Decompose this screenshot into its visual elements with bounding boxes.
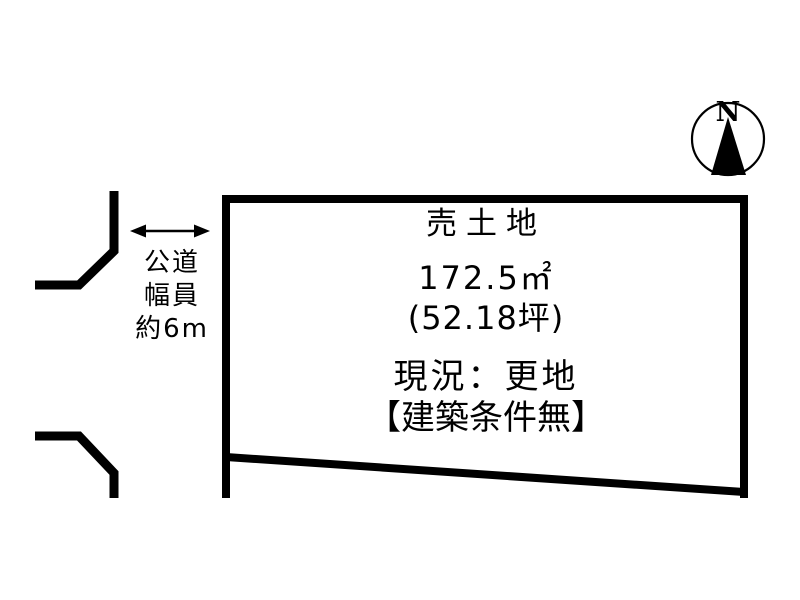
plot-area-sqm: 172.5㎡ [418, 259, 554, 297]
plot-current-status: 現況：更地 [393, 357, 579, 397]
plot-area-tsubo: (52.18坪) [407, 299, 565, 337]
road-edge-bottom-left [35, 431, 119, 498]
arrow-head-left-icon [130, 224, 146, 238]
road-edge-top-left [35, 191, 119, 290]
compass-north-label: N [715, 97, 741, 128]
road-width-value: 約6m [135, 314, 209, 344]
road-type-label: 公道 [143, 248, 200, 278]
plot-title: 売土地 [426, 206, 546, 242]
plot-boundary-outline [222, 195, 748, 498]
plot-building-condition: 【建築条件無】 [367, 398, 605, 438]
arrow-head-right-icon [194, 224, 210, 238]
plot-bottom-boundary-line [225, 453, 745, 496]
road-width-label: 公道 幅員 約6m [112, 247, 232, 346]
road-width-arrow [130, 224, 210, 238]
road-width-word: 幅員 [143, 281, 200, 311]
compass-icon [690, 101, 766, 177]
compass-needle-icon [711, 117, 746, 175]
